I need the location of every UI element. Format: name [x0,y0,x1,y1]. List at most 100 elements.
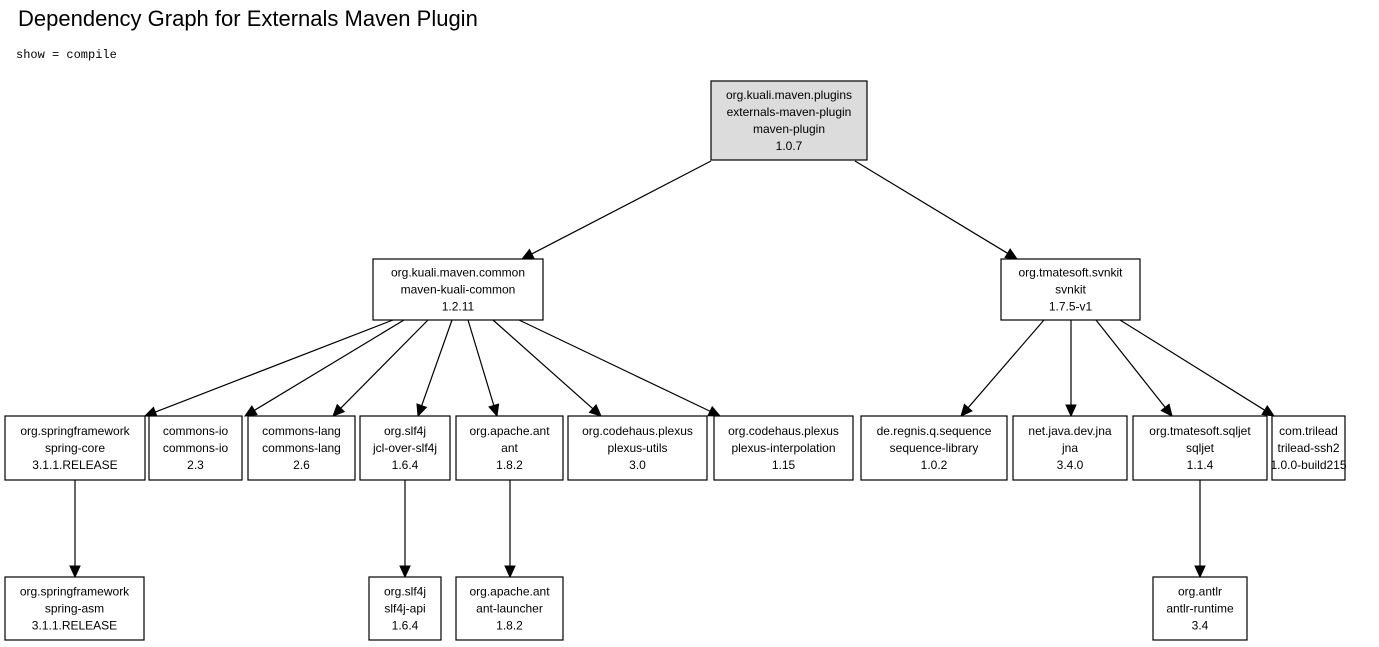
node-label-line: 1.7.5-v1 [1049,300,1093,314]
node-root: org.kuali.maven.pluginsexternals-maven-p… [710,80,868,161]
node-label-line: plexus-interpolation [731,441,835,455]
node-label-line: 3.1.1.RELEASE [32,619,117,633]
edge-sqljet-to-antlr-runtime [1194,480,1206,579]
node-label-line: 1.0.0-build215 [1270,458,1346,472]
node-label-line: ant [501,441,518,455]
node-label-line: jna [1061,441,1078,455]
edge-kuali-common-to-ant [467,319,500,418]
edge-kuali-common-to-commons-lang [332,319,429,417]
node-label-line: 1.1.4 [1187,458,1214,472]
arrowhead [707,405,722,417]
node-box [372,258,544,321]
node-label-line: commons-lang [262,441,341,455]
node-label-line: org.kuali.maven.common [391,266,525,280]
edge-kuali-common-to-plexus-interpolation [518,319,722,417]
node-label-line: org.codehaus.plexus [582,424,693,438]
edge-line [518,319,711,412]
node-spring-asm: org.springframeworkspring-asm3.1.1.RELEA… [4,576,145,641]
node-box [4,576,145,641]
edge-line [254,319,405,411]
node-label-line: org.slf4j [384,585,426,599]
node-label-line: com.trilead [1279,424,1338,438]
node-label-line: org.codehaus.plexus [728,424,839,438]
node-label-line: svnkit [1055,283,1086,297]
edge-kuali-common-to-plexus-utils [492,319,602,417]
arrowhead [960,403,973,417]
node-box [455,576,564,641]
arrowhead [520,248,535,260]
node-box [1132,415,1268,481]
nodes-layer: org.kuali.maven.pluginsexternals-maven-p… [4,80,1347,641]
node-label-line: trilead-ssh2 [1277,441,1339,455]
node-label-line: 1.6.4 [392,619,419,633]
node-box [567,415,708,481]
node-label-line: 3.4 [1192,619,1209,633]
edge-line [340,319,429,409]
node-label-line: spring-core [45,441,105,455]
node-antlr-runtime: org.antlr antlr-runtime 3.4 [1152,576,1248,641]
node-label-line: net.java.dev.jna [1028,424,1111,438]
arrowhead [143,406,158,418]
node-spring-core: org.springframeworkspring-core3.1.1.RELE… [4,415,146,481]
node-trilead-ssh2: com.trilead trilead-ssh2 1.0.0-build215 [1270,415,1347,481]
edge-line [421,319,453,406]
node-label-line: 2.6 [293,458,310,472]
node-label-line: org.tmatesoft.svnkit [1018,266,1123,280]
arrowhead [1065,404,1077,418]
node-ant: org.apache.ant ant 1.8.2 [455,415,564,481]
edge-line [531,160,712,255]
node-label-line: antlr-runtime [1166,602,1234,616]
edge-svnkit-to-trilead-ssh2 [1119,319,1276,417]
edge-line [1095,319,1166,408]
node-label-line: commons-lang [262,424,341,438]
node-commons-lang: commons-lang commons-lang 2.6 [247,415,356,481]
node-label-line: org.apache.ant [469,424,550,438]
node-label-line: org.apache.ant [469,585,550,599]
arrowhead [1261,405,1276,417]
node-label-line: maven-kuali-common [401,283,516,297]
edge-svnkit-to-sequence-library [960,319,1045,417]
node-box [247,415,356,481]
node-label-line: 1.0.7 [776,139,803,153]
arrowhead [1160,403,1173,417]
node-box [1012,415,1128,481]
edge-svnkit-to-jna [1065,320,1077,418]
node-label-line: spring-asm [45,602,104,616]
node-plexus-interpolation: org.codehaus.plexus plexus-interpolation 1… [713,415,854,481]
node-box [713,415,854,481]
edge-line [854,160,1008,254]
node-label-line: commons-io [163,424,229,438]
node-label-line: slf4j-api [384,602,425,616]
arrowhead [416,403,428,418]
edge-line [1119,319,1265,411]
node-slf4j-api: org.slf4j slf4j-api 1.6.4 [368,576,442,641]
node-label-line: org.antlr [1178,585,1222,599]
node-label-line: sqljet [1186,441,1215,455]
node-box [860,415,1008,481]
node-label-line: org.springframework [20,424,130,438]
edge-root-to-svnkit [854,160,1019,260]
node-box [4,415,146,481]
edge-kuali-common-to-jcl-over-slf4j [416,319,453,418]
node-box [1152,576,1248,641]
edges-layer [69,160,1276,579]
arrowhead [1004,248,1019,260]
node-label-line: maven-plugin [753,122,825,136]
node-label-line: 1.6.4 [392,458,419,472]
node-box [368,576,442,641]
node-label-line: 1.15 [772,458,796,472]
node-svnkit: org.tmatesoft.svnkit svnkit 1.7.5-v1 [1000,258,1141,321]
node-label-line: 1.8.2 [496,458,523,472]
node-label-line: org.slf4j [384,424,426,438]
edge-svnkit-to-sqljet [1095,319,1173,417]
edge-jcl-over-slf4j-to-slf4j-api [399,480,411,579]
node-label-line: 2.3 [187,458,204,472]
node-box [1271,415,1346,481]
node-box [1000,258,1141,321]
edge-spring-core-to-spring-asm [69,480,81,579]
